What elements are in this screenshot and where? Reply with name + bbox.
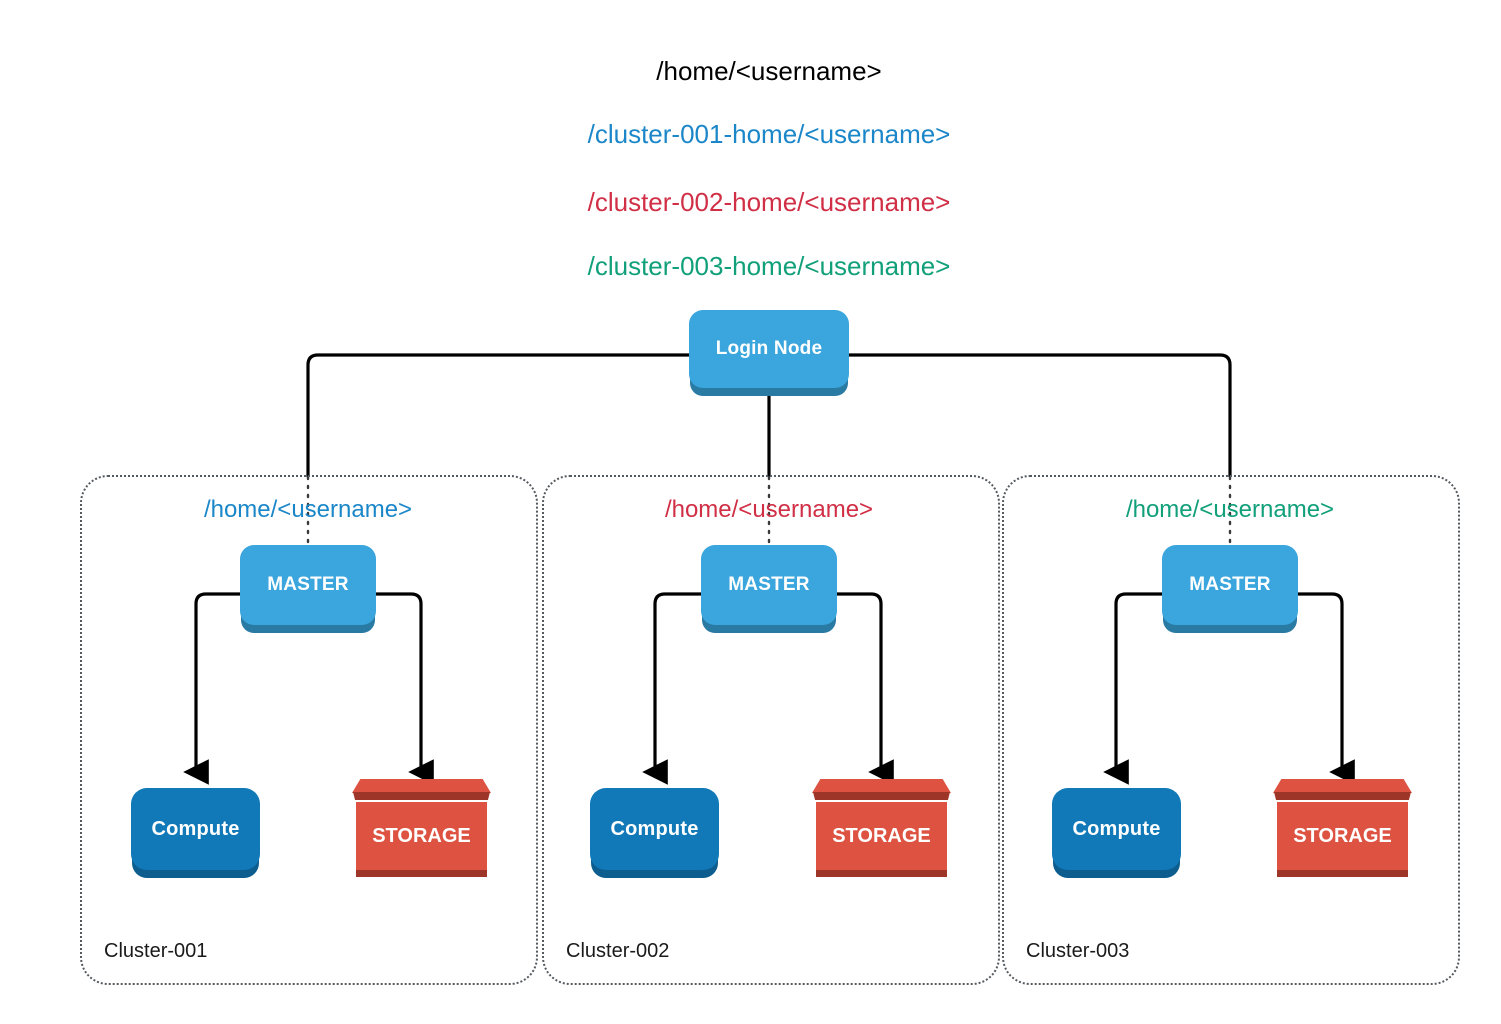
cluster-box-002[interactable] — [542, 475, 1000, 985]
cluster-002-mount-path: /home/<username> — [664, 496, 874, 523]
cluster-box-003[interactable] — [1002, 475, 1460, 985]
master-node-001-label: MASTER — [267, 574, 349, 595]
cluster-001-caption: Cluster-001 — [104, 940, 208, 962]
compute-node-003-label: Compute — [1072, 817, 1161, 840]
login-node[interactable]: Login Node — [689, 310, 849, 388]
cluster-001-mount-path: /home/<username> — [203, 496, 413, 523]
master-node-002-label: MASTER — [728, 574, 810, 595]
storage-node-002[interactable]: STORAGE — [812, 779, 951, 877]
compute-node-002-label: Compute — [610, 817, 699, 840]
master-node-003-label: MASTER — [1189, 574, 1271, 595]
storage-node-001-label: STORAGE — [356, 802, 487, 877]
storage-lid-icon — [352, 779, 491, 800]
master-node-002[interactable]: MASTER — [701, 545, 837, 625]
storage-node-003-label: STORAGE — [1277, 802, 1408, 877]
path-cluster-002-home: /cluster-002-home/<username> — [587, 187, 951, 217]
storage-node-002-label: STORAGE — [816, 802, 947, 877]
cluster-box-001[interactable] — [80, 475, 538, 985]
cluster-003-mount-path: /home/<username> — [1125, 496, 1335, 523]
cluster-002-caption: Cluster-002 — [566, 940, 670, 962]
storage-node-001[interactable]: STORAGE — [352, 779, 491, 877]
storage-node-003[interactable]: STORAGE — [1273, 779, 1412, 877]
storage-lid-icon — [812, 779, 951, 800]
master-node-001[interactable]: MASTER — [240, 545, 376, 625]
wire-login-to-cluster-003 — [849, 353, 1232, 477]
compute-node-001[interactable]: Compute — [131, 788, 260, 870]
login-node-label: Login Node — [715, 338, 823, 359]
path-home-root: /home/<username> — [656, 56, 882, 86]
master-node-003[interactable]: MASTER — [1162, 545, 1298, 625]
compute-node-001-label: Compute — [151, 817, 240, 840]
storage-lid-icon — [1273, 779, 1412, 800]
cluster-003-caption: Cluster-003 — [1026, 940, 1130, 962]
path-cluster-001-home: /cluster-001-home/<username> — [587, 119, 951, 149]
compute-node-003[interactable]: Compute — [1052, 788, 1181, 870]
compute-node-002[interactable]: Compute — [590, 788, 719, 870]
wire-login-to-cluster-001 — [306, 353, 690, 477]
path-cluster-003-home: /cluster-003-home/<username> — [587, 251, 951, 281]
